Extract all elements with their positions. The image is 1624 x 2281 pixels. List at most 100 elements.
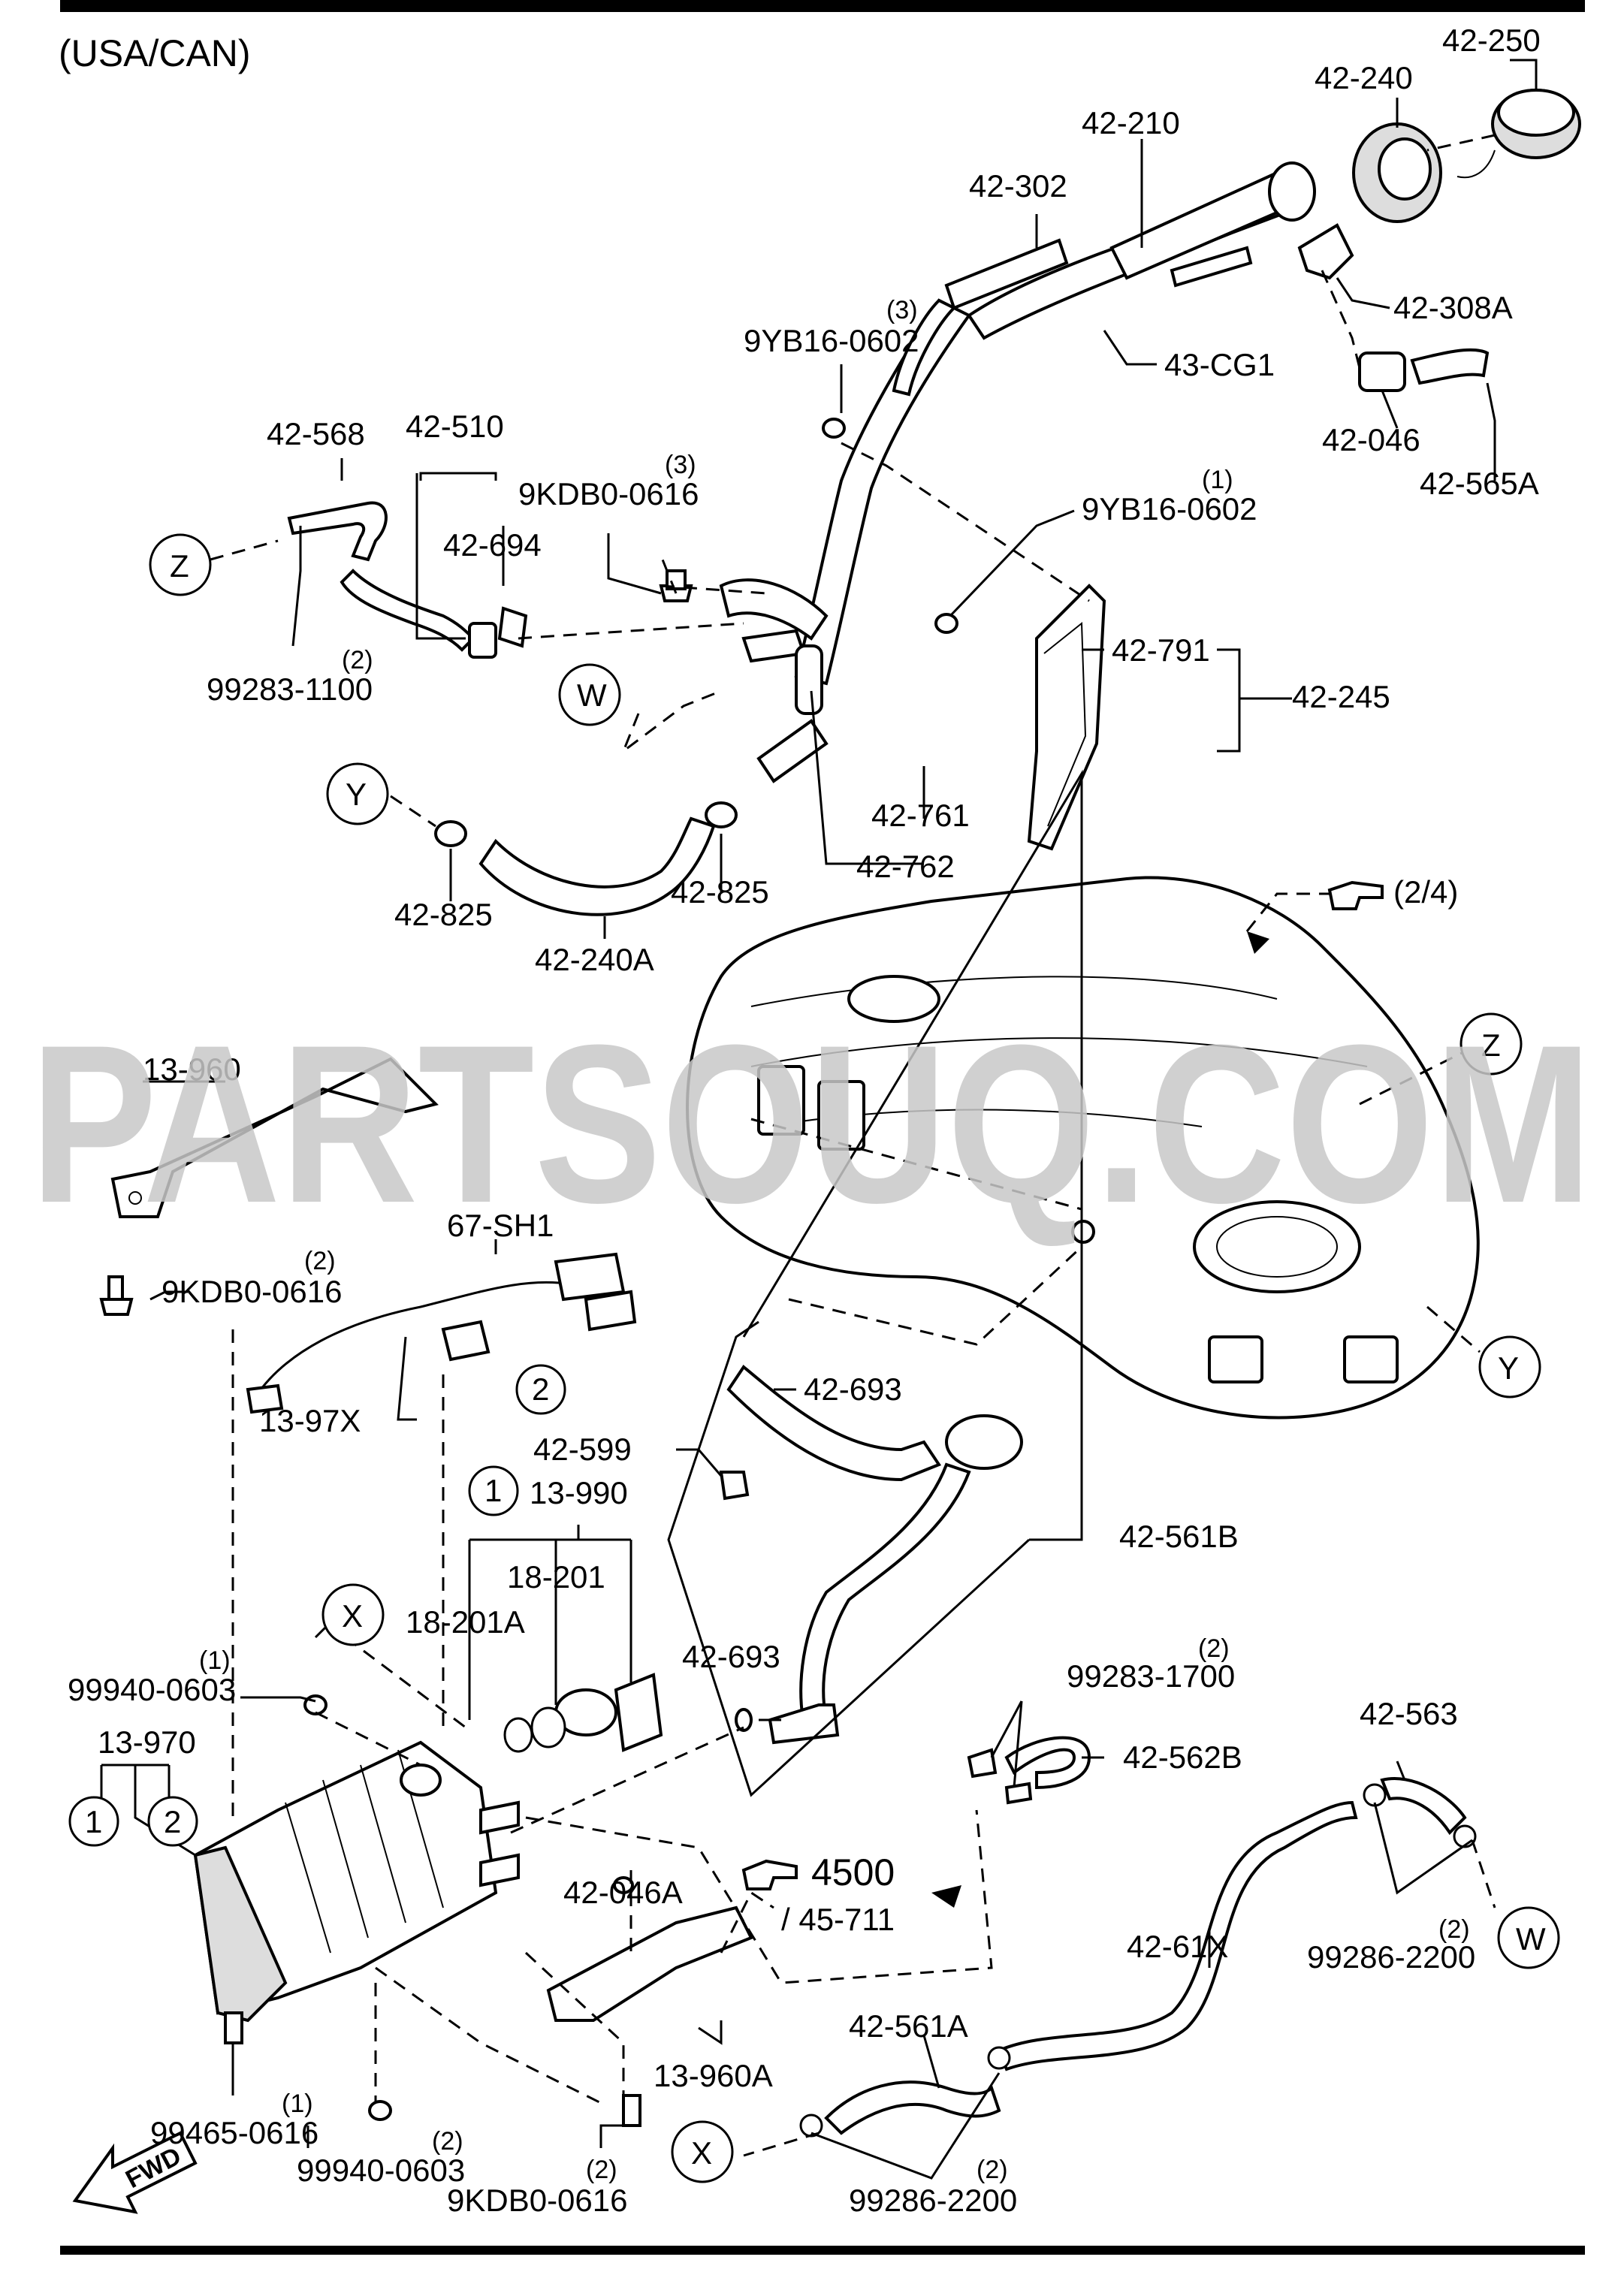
pointer-hand-icon — [1327, 880, 1384, 910]
label-13-960: 13-960 — [143, 1051, 241, 1087]
label-9KDB0-a: 9KDB0-0616 — [518, 476, 699, 511]
dashed-lines — [210, 134, 1496, 2157]
breather-hose-42-568 — [287, 501, 528, 659]
leader-lines — [100, 59, 1538, 2180]
hose-42-61X — [997, 1800, 1358, 2071]
svg-text:Z: Z — [170, 548, 189, 584]
watermark: PARTSOUQ.COM — [30, 997, 1592, 1250]
marker-Z-right: Z — [1459, 1012, 1523, 1076]
see-ref-4500-sub: / 45-711 — [781, 1902, 895, 1937]
qty-9KDB0-c: (2) — [586, 2156, 617, 2184]
qty-99286-b: (2) — [977, 2156, 1008, 2184]
label-99940-a: 99940-0603 — [68, 1672, 236, 1707]
label-42-250: 42-250 — [1442, 23, 1541, 58]
qty-9KDB0-a: (3) — [665, 451, 696, 479]
label-42-568: 42-568 — [267, 416, 365, 451]
fuel-tank-guard-42-245 — [1027, 584, 1106, 851]
label-13-97X: 13-97X — [259, 1403, 361, 1438]
svg-text:W: W — [577, 677, 607, 713]
svg-text:2: 2 — [164, 1804, 181, 1839]
marker-W-top: W — [558, 663, 621, 726]
label-42-240: 42-240 — [1315, 60, 1413, 95]
harness-67-SH1 — [246, 1252, 637, 1414]
label-42-762: 42-762 — [856, 849, 955, 884]
label-9YB16-a: 9YB16-0602 — [744, 323, 919, 358]
qty-99940-b: (2) — [432, 2127, 463, 2156]
label-99283-1700: 99283-1700 — [1067, 1658, 1235, 1694]
label-42-245: 42-245 — [1292, 679, 1390, 714]
vapor-hose-42-240A — [434, 801, 738, 916]
svg-text:1: 1 — [85, 1804, 102, 1839]
label-9YB16-b: 9YB16-0602 — [1082, 491, 1257, 527]
part-labels: 42-250 42-240 42-210 42-302 42-308A (3) … — [68, 23, 1541, 2218]
label-42-562B: 42-562B — [1123, 1739, 1242, 1775]
hose-42-562B — [967, 1736, 1091, 1805]
fuel-filler-door-housing — [1352, 122, 1442, 223]
hose-42-561A — [799, 2046, 1011, 2138]
label-42-61X: 42-61X — [1127, 1929, 1228, 1964]
label-42-510: 42-510 — [406, 409, 504, 444]
label-99286-b: 99286-2200 — [849, 2183, 1017, 2218]
label-42-694: 42-694 — [443, 527, 542, 563]
vapor-hose-42-561B — [719, 1365, 1023, 1745]
fuel-cap — [1456, 89, 1581, 179]
marker-Y-right: Y — [1478, 1335, 1541, 1398]
label-42-761: 42-761 — [871, 798, 970, 833]
marker-Z-left: Z — [149, 533, 212, 596]
svg-text:W: W — [1516, 1921, 1546, 1957]
qty-9YB16-b: (1) — [1202, 466, 1233, 494]
label-67-SH1: 67-SH1 — [447, 1208, 554, 1243]
label-42-599: 42-599 — [533, 1432, 632, 1467]
pointer-hand-icon-4500 — [741, 1859, 798, 1890]
label-99465: 99465-0616 — [150, 2115, 318, 2150]
filler-bracket — [1297, 223, 1354, 280]
qty-99283-1100: (2) — [342, 646, 373, 674]
label-99940-b: 99940-0603 — [297, 2153, 465, 2188]
marker-1-valve: 1 — [468, 1465, 519, 1516]
svg-text:X: X — [342, 1598, 363, 1634]
label-42-046: 42-046 — [1322, 422, 1420, 457]
marker-X-bottom: X — [671, 2120, 734, 2183]
label-13-990: 13-990 — [530, 1475, 628, 1510]
charcoal-canister-13-970 — [193, 1694, 520, 2121]
see-ref-4500: 4500 — [811, 1851, 895, 1893]
qty-99286-a: (2) — [1438, 1915, 1470, 1944]
nut-9YB16-b — [934, 613, 958, 634]
filler-pipe-cover — [944, 238, 1069, 310]
label-42-302: 42-302 — [969, 168, 1067, 204]
svg-text:Y: Y — [1498, 1350, 1519, 1386]
qty-99283-1700: (2) — [1198, 1634, 1230, 1663]
label-42-693-a: 42-693 — [804, 1371, 902, 1407]
label-42-240A: 42-240A — [535, 942, 654, 977]
label-42-563: 42-563 — [1360, 1696, 1458, 1731]
marker-W-bottom: W — [1497, 1906, 1560, 1969]
qty-99465: (1) — [282, 2089, 313, 2118]
label-42-308A: 42-308A — [1393, 290, 1513, 325]
label-9KDB0-b: 9KDB0-0616 — [161, 1274, 343, 1309]
label-9KDB0-c: 9KDB0-0616 — [447, 2183, 628, 2218]
svg-text:Y: Y — [346, 777, 367, 812]
label-42-565A: 42-565A — [1420, 466, 1539, 501]
label-42-210: 42-210 — [1082, 105, 1180, 140]
marker-1-canister: 1 — [68, 1796, 119, 1847]
svg-text:X: X — [691, 2135, 712, 2171]
label-42-561B: 42-561B — [1119, 1519, 1239, 1554]
svg-text:Z: Z — [1481, 1027, 1501, 1063]
label-99283-1100: 99283-1100 — [207, 671, 373, 707]
label-42-046A: 42-046A — [563, 1875, 683, 1910]
bottom-border — [60, 2246, 1585, 2255]
label-42-561A: 42-561A — [849, 2008, 968, 2044]
svg-text:1: 1 — [484, 1473, 502, 1508]
label-18-201: 18-201 — [507, 1559, 605, 1595]
arrow-head-2-4 — [1247, 931, 1269, 954]
marker-Y-left: Y — [326, 762, 389, 825]
label-13-970: 13-970 — [98, 1724, 196, 1760]
check-valve-42-046 — [1358, 348, 1490, 392]
label-42-791: 42-791 — [1112, 632, 1210, 668]
marker-2-harness: 2 — [515, 1364, 566, 1415]
label-42-825-b: 42-825 — [671, 874, 769, 910]
ref-note-2-4: (2/4) — [1393, 874, 1458, 910]
filler-neck-assembly — [719, 161, 1316, 783]
top-border — [60, 0, 1585, 12]
